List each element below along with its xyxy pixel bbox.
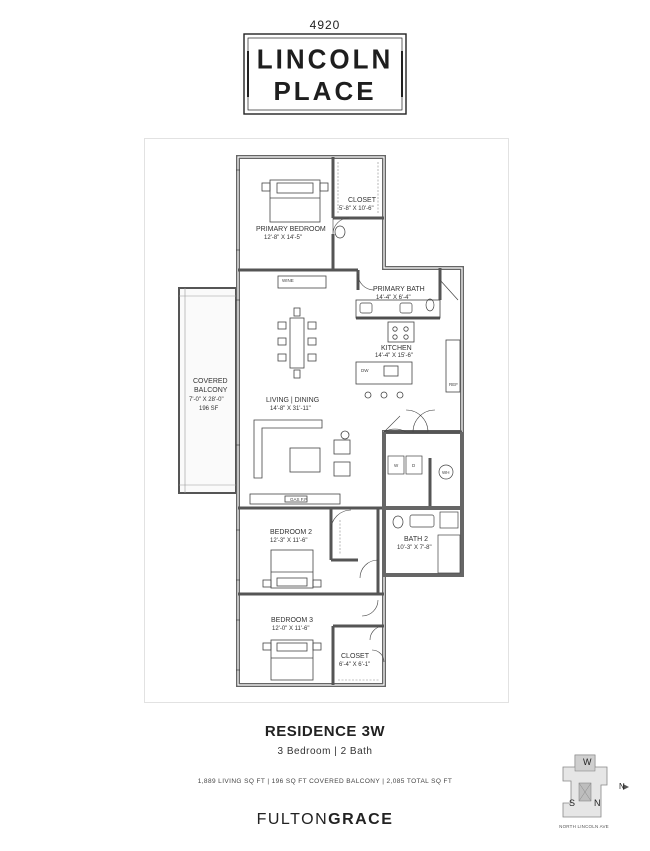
- primary-bedroom-dims: 12'-8" X 14'-5": [264, 235, 302, 241]
- water-heater-label: WH: [442, 470, 450, 475]
- balcony-label-2: BALCONY: [194, 387, 228, 394]
- logo-line-1: LINCOLN: [256, 43, 394, 75]
- building-number: 4920: [309, 18, 341, 32]
- bedroom3-bed: [262, 639, 322, 681]
- residence-title: RESIDENCE 3W: [264, 723, 386, 740]
- logo-line-2: PLACE: [273, 76, 377, 106]
- bedroom3-dims: 12'-0" X 11'-6": [272, 626, 310, 632]
- balcony-area: 196 SF: [199, 406, 219, 412]
- washer-label: W: [394, 463, 399, 468]
- dryer-label: D: [412, 463, 416, 468]
- bedroom2-dims: 12'-3" X 11'-6": [270, 538, 308, 544]
- north-arrow-label: N: [619, 782, 625, 791]
- key-plan-south: S: [569, 798, 576, 808]
- doors: [330, 217, 436, 663]
- bedroom2-bed: [262, 549, 322, 589]
- logo-frame: [243, 33, 407, 115]
- residence-bed-bath: 3 Bedroom | 2 Bath: [277, 746, 373, 757]
- wine-fridge-label: WINE: [282, 278, 294, 283]
- refrigerator-label: REF: [449, 382, 458, 387]
- key-plan-street-label: NORTH LINCOLN AVE: [559, 824, 609, 829]
- residence-square-footage: 1,889 LIVING SQ FT | 196 SQ FT COVERED B…: [197, 778, 453, 785]
- bedroom3-label: BEDROOM 3: [271, 617, 314, 624]
- living-furniture: [249, 275, 351, 505]
- gas-fireplace-label: GAS F.P.: [290, 497, 308, 502]
- bedroom2-label: BEDROOM 2: [270, 529, 313, 536]
- balcony-label-1: COVERED: [193, 378, 228, 385]
- kitchen-label: KITCHEN: [381, 345, 412, 352]
- brand-part-2: GRACE: [328, 811, 394, 828]
- primary-bed: [261, 179, 329, 223]
- kitchen-fixtures: [355, 299, 461, 399]
- brand-part-1: FULTON: [256, 811, 329, 828]
- key-plan-west: W: [583, 757, 592, 767]
- key-plan-north: N: [594, 798, 601, 808]
- closet-bed3-label: CLOSET: [341, 653, 370, 660]
- dishwasher-label: DW: [361, 368, 369, 373]
- primary-bath-fixtures: [359, 279, 459, 314]
- closet-primary-label: CLOSET: [348, 197, 377, 204]
- bath2-dims: 10'-3" X 7'-8": [397, 545, 432, 551]
- closet-primary-dims: 5'-8" X 10'-6": [339, 206, 374, 212]
- bath2-fixtures: [387, 455, 461, 574]
- brand-logo: FULTONGRACE: [0, 811, 650, 829]
- living-dining-label: LIVING | DINING: [266, 397, 320, 404]
- bath2-label: BATH 2: [404, 536, 428, 543]
- kitchen-dims: 14'-4" X 15'-6": [375, 353, 413, 359]
- key-plan: [562, 754, 629, 818]
- primary-bedroom-label: PRIMARY BEDROOM: [256, 226, 326, 233]
- balcony-dims: 7'-0" X 28'-0": [189, 397, 224, 403]
- closet-shelves: [337, 162, 380, 681]
- living-dining-dims: 14'-8" X 31'-11": [270, 406, 311, 412]
- floor-plan-drawing: [178, 155, 464, 687]
- primary-bath-dims: 14'-4" X 6'-4": [376, 295, 411, 301]
- primary-bath-label: PRIMARY BATH: [373, 286, 425, 293]
- dining-table: [277, 307, 317, 379]
- closet-bed3-dims: 6'-4" X 6'-1": [339, 662, 371, 668]
